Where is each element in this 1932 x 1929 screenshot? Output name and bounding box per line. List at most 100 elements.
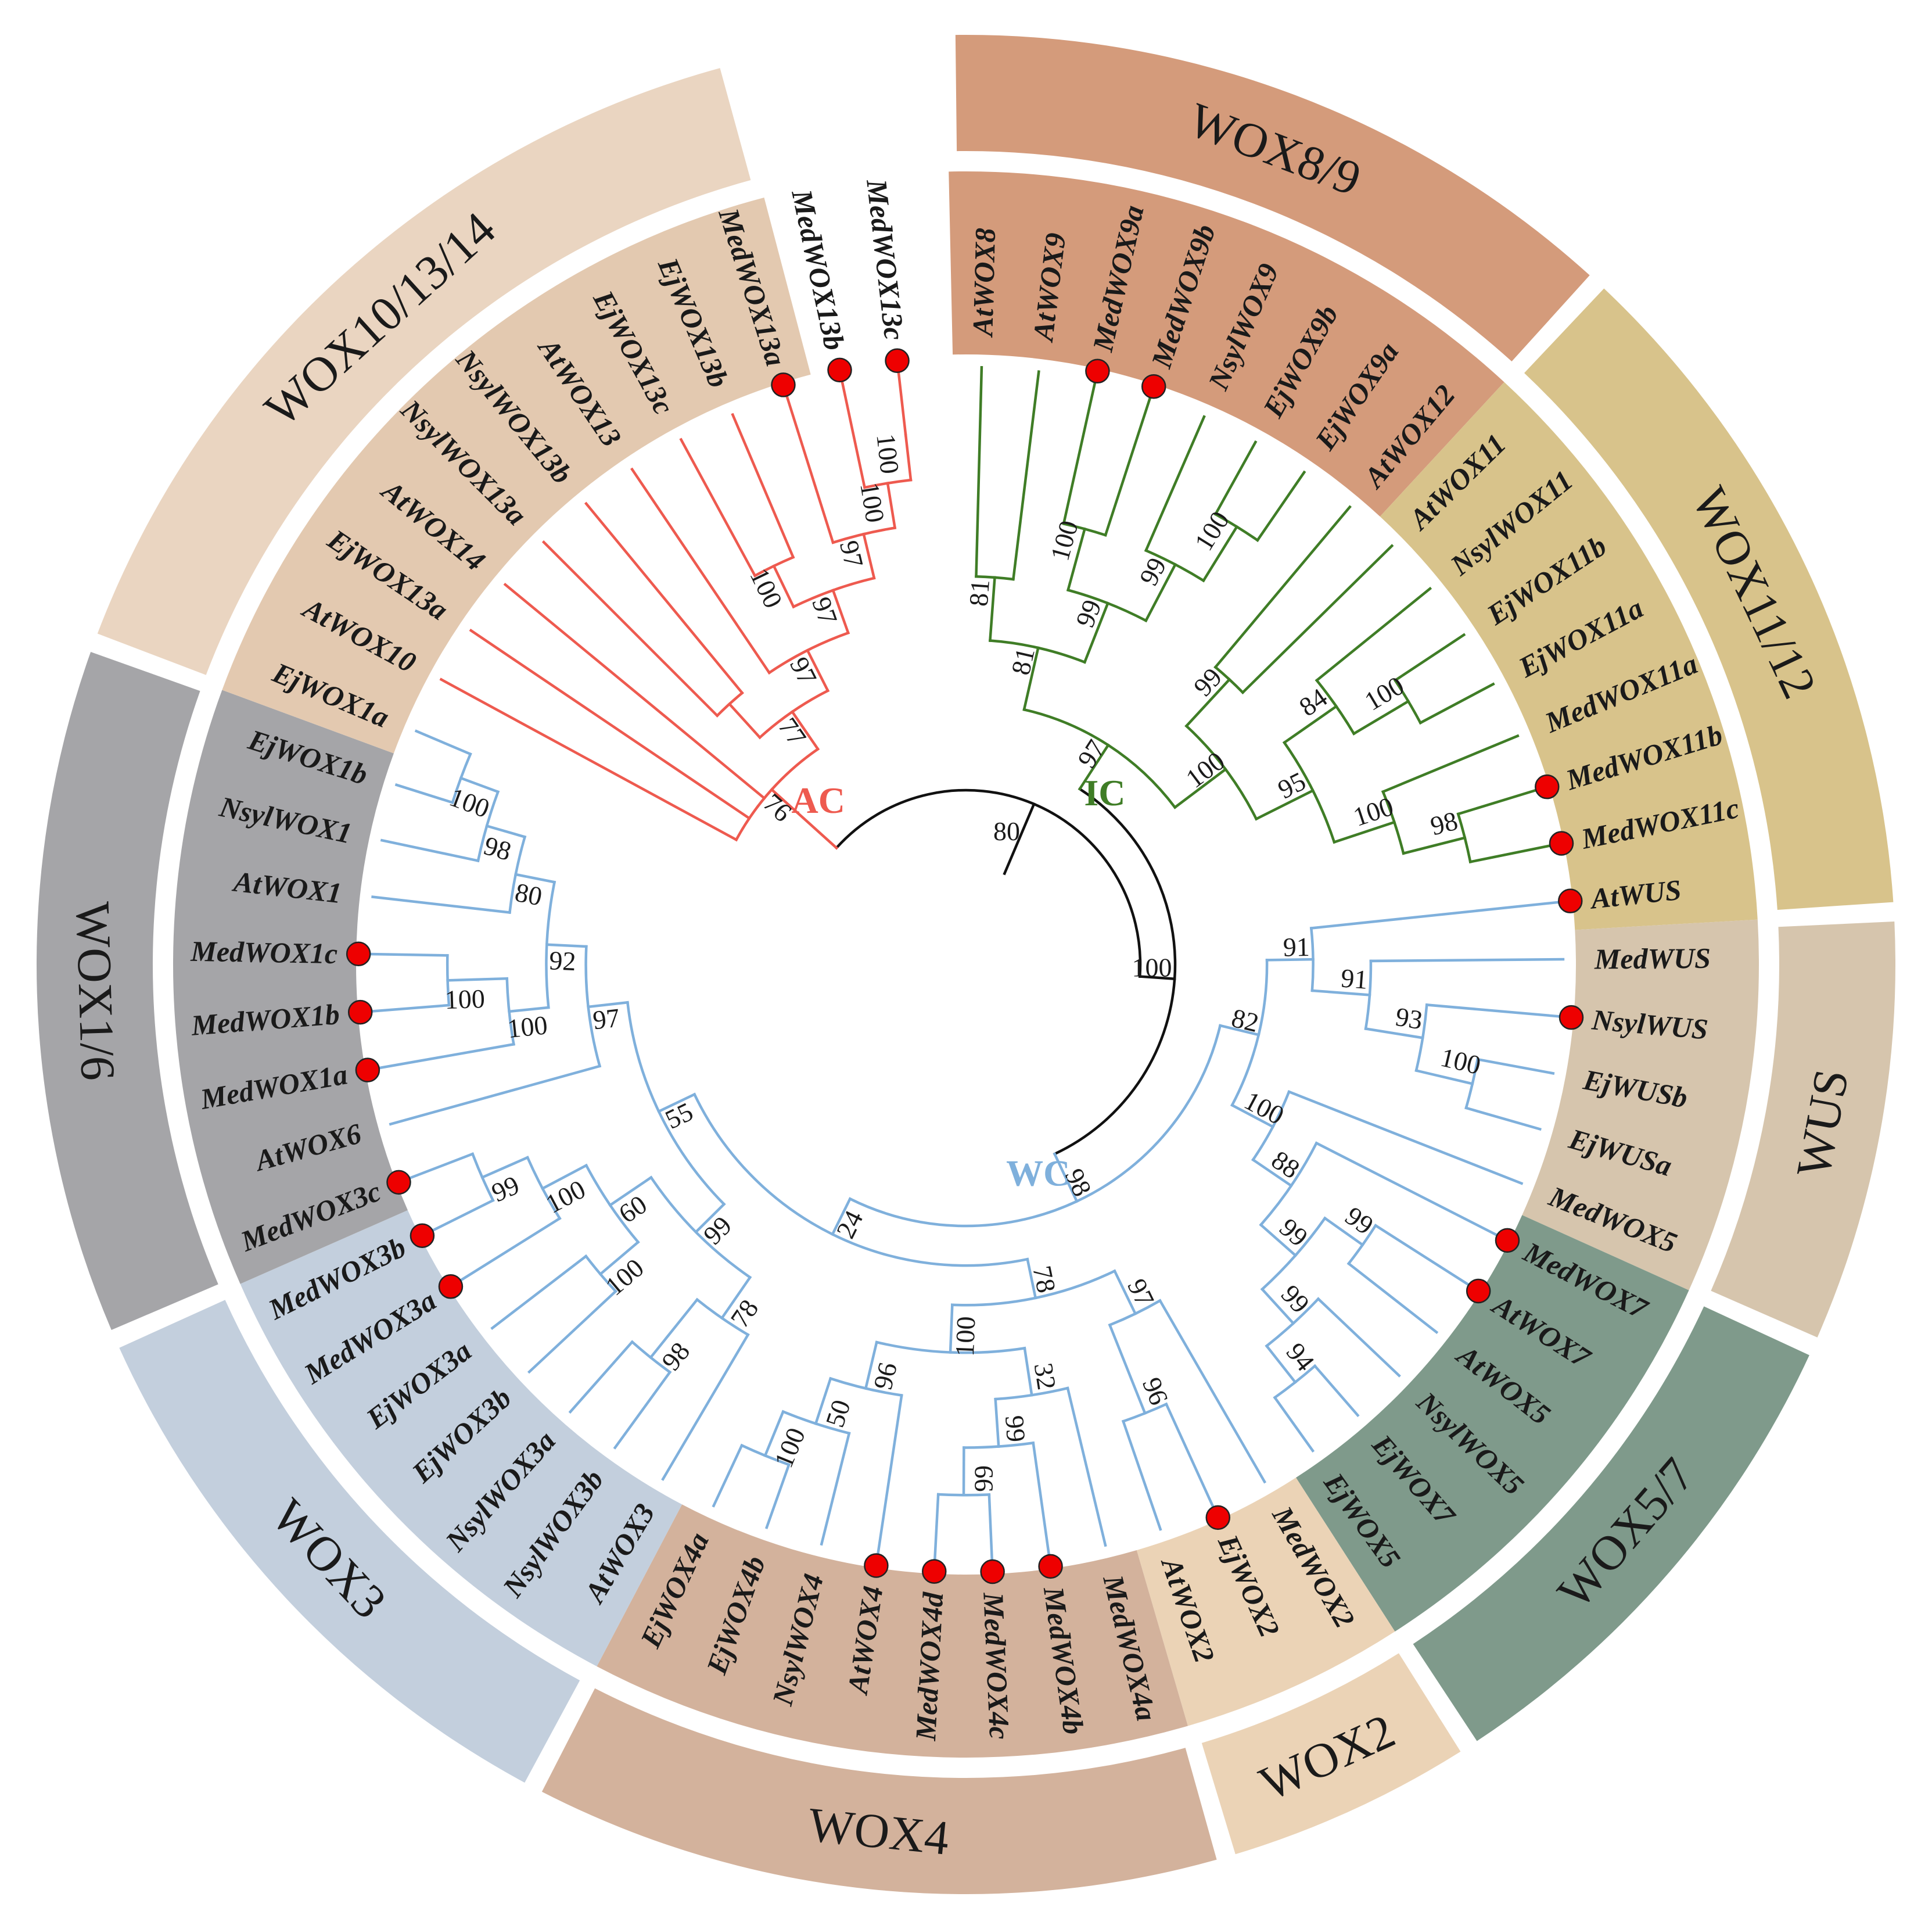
clade-label-wc: WC (1006, 1153, 1070, 1194)
group-inner-band-wox1-6 (173, 690, 408, 1284)
leaf-label: MedWOX13c (860, 177, 911, 342)
node-arc (1381, 790, 1405, 855)
group-inner-band-wox4 (597, 1504, 1188, 1758)
leaf-branch (541, 540, 719, 718)
leaf-branch (1121, 1419, 1162, 1531)
internal-branch (1053, 1152, 1079, 1203)
internal-branch (608, 1175, 653, 1207)
group-bands-layer (36, 34, 1895, 1894)
node-arc (626, 1001, 726, 1206)
internal-branch (1184, 677, 1231, 728)
bootstrap-value: 91 (1283, 932, 1310, 962)
internal-branch (772, 564, 796, 609)
medicago-marker-dot (355, 1057, 380, 1082)
node-arc (875, 1340, 1026, 1354)
leaf-branch (1456, 788, 1539, 816)
internal-branch (1201, 525, 1239, 583)
leaf-branch (1287, 1090, 1524, 1185)
bootstrap-value: 100 (506, 1010, 549, 1044)
root-arc (834, 788, 1142, 978)
medicago-marker-dot (1495, 1228, 1520, 1253)
leaf-branch (876, 1393, 903, 1557)
node-arc (848, 1024, 1222, 1228)
medicago-marker-dot (410, 1223, 435, 1248)
internal-branch (1402, 836, 1467, 855)
internal-branch (648, 1297, 699, 1360)
bootstrap-value: 96 (868, 1360, 903, 1393)
node-arc (1414, 1003, 1428, 1073)
leaf-branch (1144, 415, 1206, 553)
bootstrap-value: 78 (724, 1294, 764, 1333)
leaf-branch (1381, 734, 1520, 794)
internal-branch (1364, 1027, 1424, 1039)
bootstrap-value: 100 (950, 1315, 981, 1357)
internal-branch (1108, 1323, 1147, 1415)
leaf-branch (731, 413, 795, 560)
leaf-branch (764, 1462, 791, 1529)
bootstrap-value: 99 (1000, 1414, 1031, 1443)
bootstrap-value: 100 (1349, 791, 1397, 832)
group-outer-band-wox1-6 (36, 651, 218, 1331)
leaf-label: MedWOX1c (190, 935, 338, 970)
node-arc (584, 1163, 640, 1245)
internal-branch (1112, 1269, 1137, 1316)
bootstrap-value: 32 (1029, 1361, 1062, 1392)
leaf-branch (1316, 1297, 1401, 1378)
group-outer-band-wox4 (541, 1688, 1217, 1894)
medicago-marker-dot (1535, 774, 1560, 799)
leaf-branch (527, 1289, 618, 1374)
node-arc (1230, 959, 1269, 1107)
bootstrap-value: 97 (591, 1003, 621, 1035)
leaf-branch (1315, 586, 1432, 683)
leaf-branch (1313, 1364, 1360, 1418)
leaf-branch (1273, 1396, 1315, 1453)
leaf-branch (369, 1003, 451, 1013)
leaf-branch (1476, 1057, 1555, 1075)
medicago-marker-dot (1549, 831, 1574, 856)
leaf-branch (407, 1152, 475, 1181)
leaf-branch (414, 729, 472, 756)
node-arc (951, 1269, 1116, 1307)
group-inner-band-wox8-9 (949, 171, 1504, 517)
internal-branch (540, 1163, 588, 1191)
node-arc (649, 1175, 752, 1279)
bootstrap-value: 100 (1188, 506, 1235, 556)
medicago-marker-dot (386, 1170, 411, 1195)
leaf-branch (785, 393, 835, 544)
leaf-branch (1066, 1386, 1107, 1547)
leaf-branch (1315, 1141, 1500, 1238)
node-arc (584, 945, 602, 1068)
group-inner-band-wox10-13-14 (222, 197, 811, 754)
medicago-marker-dot (980, 1559, 1005, 1584)
leaf-branch (987, 1493, 994, 1563)
node-arc (695, 1297, 750, 1337)
medicago-marker-dot (1085, 358, 1110, 384)
internal-branch (806, 648, 830, 693)
bootstrap-value: 97 (1122, 1274, 1160, 1311)
internal-branch (514, 873, 556, 884)
bootstrap-value: 97 (834, 537, 869, 571)
node-arc (476, 790, 500, 863)
internal-branch (459, 776, 500, 794)
branches-layer (367, 366, 1565, 1563)
clade-label-ac: AC (791, 780, 845, 821)
bootstrap-value: 100 (854, 481, 890, 525)
internal-branch (864, 1340, 878, 1390)
leaf-branch (820, 1432, 851, 1546)
leaf-branch (1255, 470, 1306, 542)
internal-branch (598, 1240, 640, 1277)
bootstrap-value: 81 (964, 579, 995, 608)
leaf-branch (429, 1198, 495, 1233)
internal-branch (545, 943, 588, 948)
leaf-branch (712, 1443, 744, 1508)
leaf-label: MedWOX4c (977, 1591, 1016, 1740)
node-arc (781, 1410, 851, 1435)
bootstrap-value: 100 (599, 1253, 649, 1301)
node-arc (526, 1156, 562, 1221)
medicago-marker-dot (1558, 888, 1583, 913)
bootstrap-value: 93 (1394, 1002, 1425, 1035)
medicago-marker-dot (347, 999, 373, 1025)
node-arc (792, 576, 876, 609)
